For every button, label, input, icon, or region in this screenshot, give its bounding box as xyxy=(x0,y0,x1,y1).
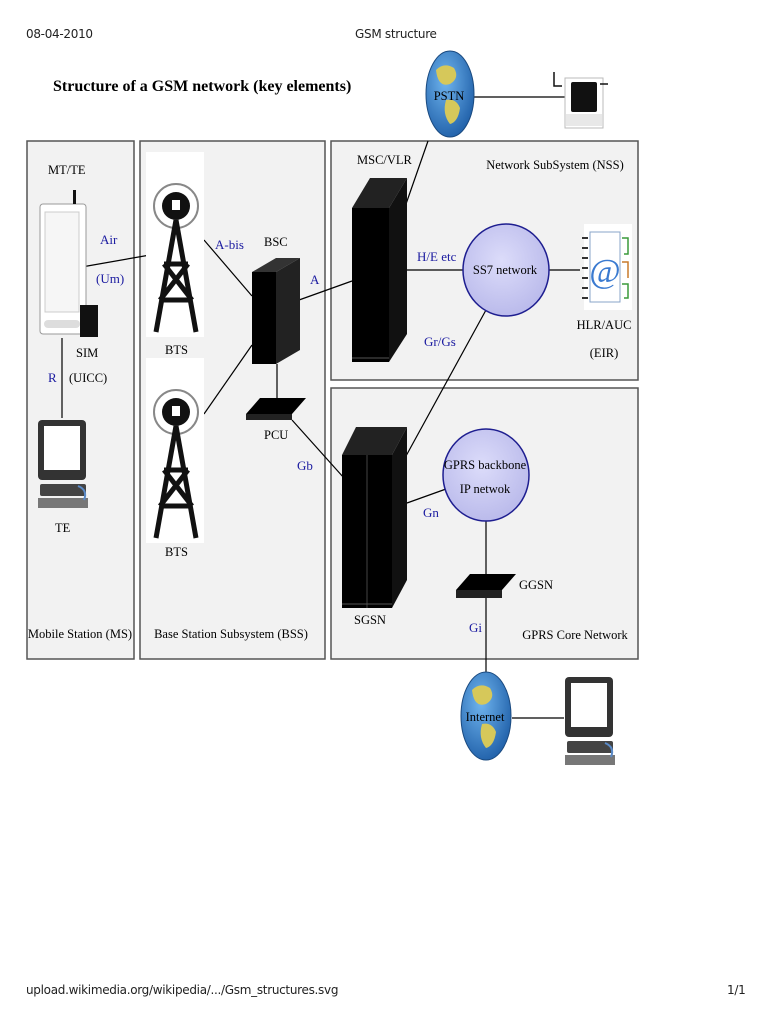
iface-grgs: Gr/Gs xyxy=(424,334,456,349)
label-mt-te: MT/TE xyxy=(48,163,86,177)
label-internet: Internet xyxy=(466,710,505,724)
section-label-gprs: GPRS Core Network xyxy=(522,628,628,642)
label-gprs-backbone-line1: GPRS backbone xyxy=(444,458,527,472)
bts-tower-icon-top xyxy=(146,152,204,337)
bsc-server-icon xyxy=(252,258,300,364)
iface-um: (Um) xyxy=(96,271,124,286)
label-sim: SIM xyxy=(76,346,98,360)
section-label-ms: Mobile Station (MS) xyxy=(28,627,132,641)
te-computer-icon xyxy=(38,420,88,508)
label-bts-top: BTS xyxy=(165,343,188,357)
internet-computer-icon xyxy=(565,677,615,765)
iface-gn: Gn xyxy=(423,505,439,520)
iface-air: Air xyxy=(100,232,118,247)
label-bsc: BSC xyxy=(264,235,288,249)
iface-gb: Gb xyxy=(297,458,313,473)
svg-text:@: @ xyxy=(589,253,620,290)
iface-abis: A-bis xyxy=(215,237,244,252)
label-uicc: (UICC) xyxy=(69,371,107,385)
label-eir: (EIR) xyxy=(590,346,618,360)
iface-r: R xyxy=(48,370,57,385)
label-pstn: PSTN xyxy=(434,89,465,103)
section-label-bss: Base Station Subsystem (BSS) xyxy=(154,627,308,641)
label-ggsn: GGSN xyxy=(519,578,553,592)
diagram-title: Structure of a GSM network (key elements… xyxy=(53,78,351,95)
label-ss7-network: SS7 network xyxy=(473,263,538,277)
gprs-backbone-cloud xyxy=(443,429,529,521)
label-bts-bottom: BTS xyxy=(165,545,188,559)
iface-a: A xyxy=(310,272,320,287)
telephone-icon xyxy=(554,72,608,128)
label-msc-vlr: MSC/VLR xyxy=(357,153,413,167)
sgsn-rack-icon xyxy=(342,427,407,608)
iface-he: H/E etc xyxy=(417,249,457,264)
hlr-database-icon: @ xyxy=(582,224,632,310)
section-label-nss: Network SubSystem (NSS) xyxy=(486,158,624,172)
label-hlr-auc: HLR/AUC xyxy=(577,318,632,332)
label-sgsn: SGSN xyxy=(354,613,386,627)
label-gprs-backbone-line2: IP netwok xyxy=(460,482,511,496)
label-te: TE xyxy=(55,521,71,535)
bts-tower-icon-bottom xyxy=(146,358,204,543)
iface-gi: Gi xyxy=(469,620,482,635)
msc-vlr-rack-icon xyxy=(352,178,407,362)
label-pcu: PCU xyxy=(264,428,288,442)
